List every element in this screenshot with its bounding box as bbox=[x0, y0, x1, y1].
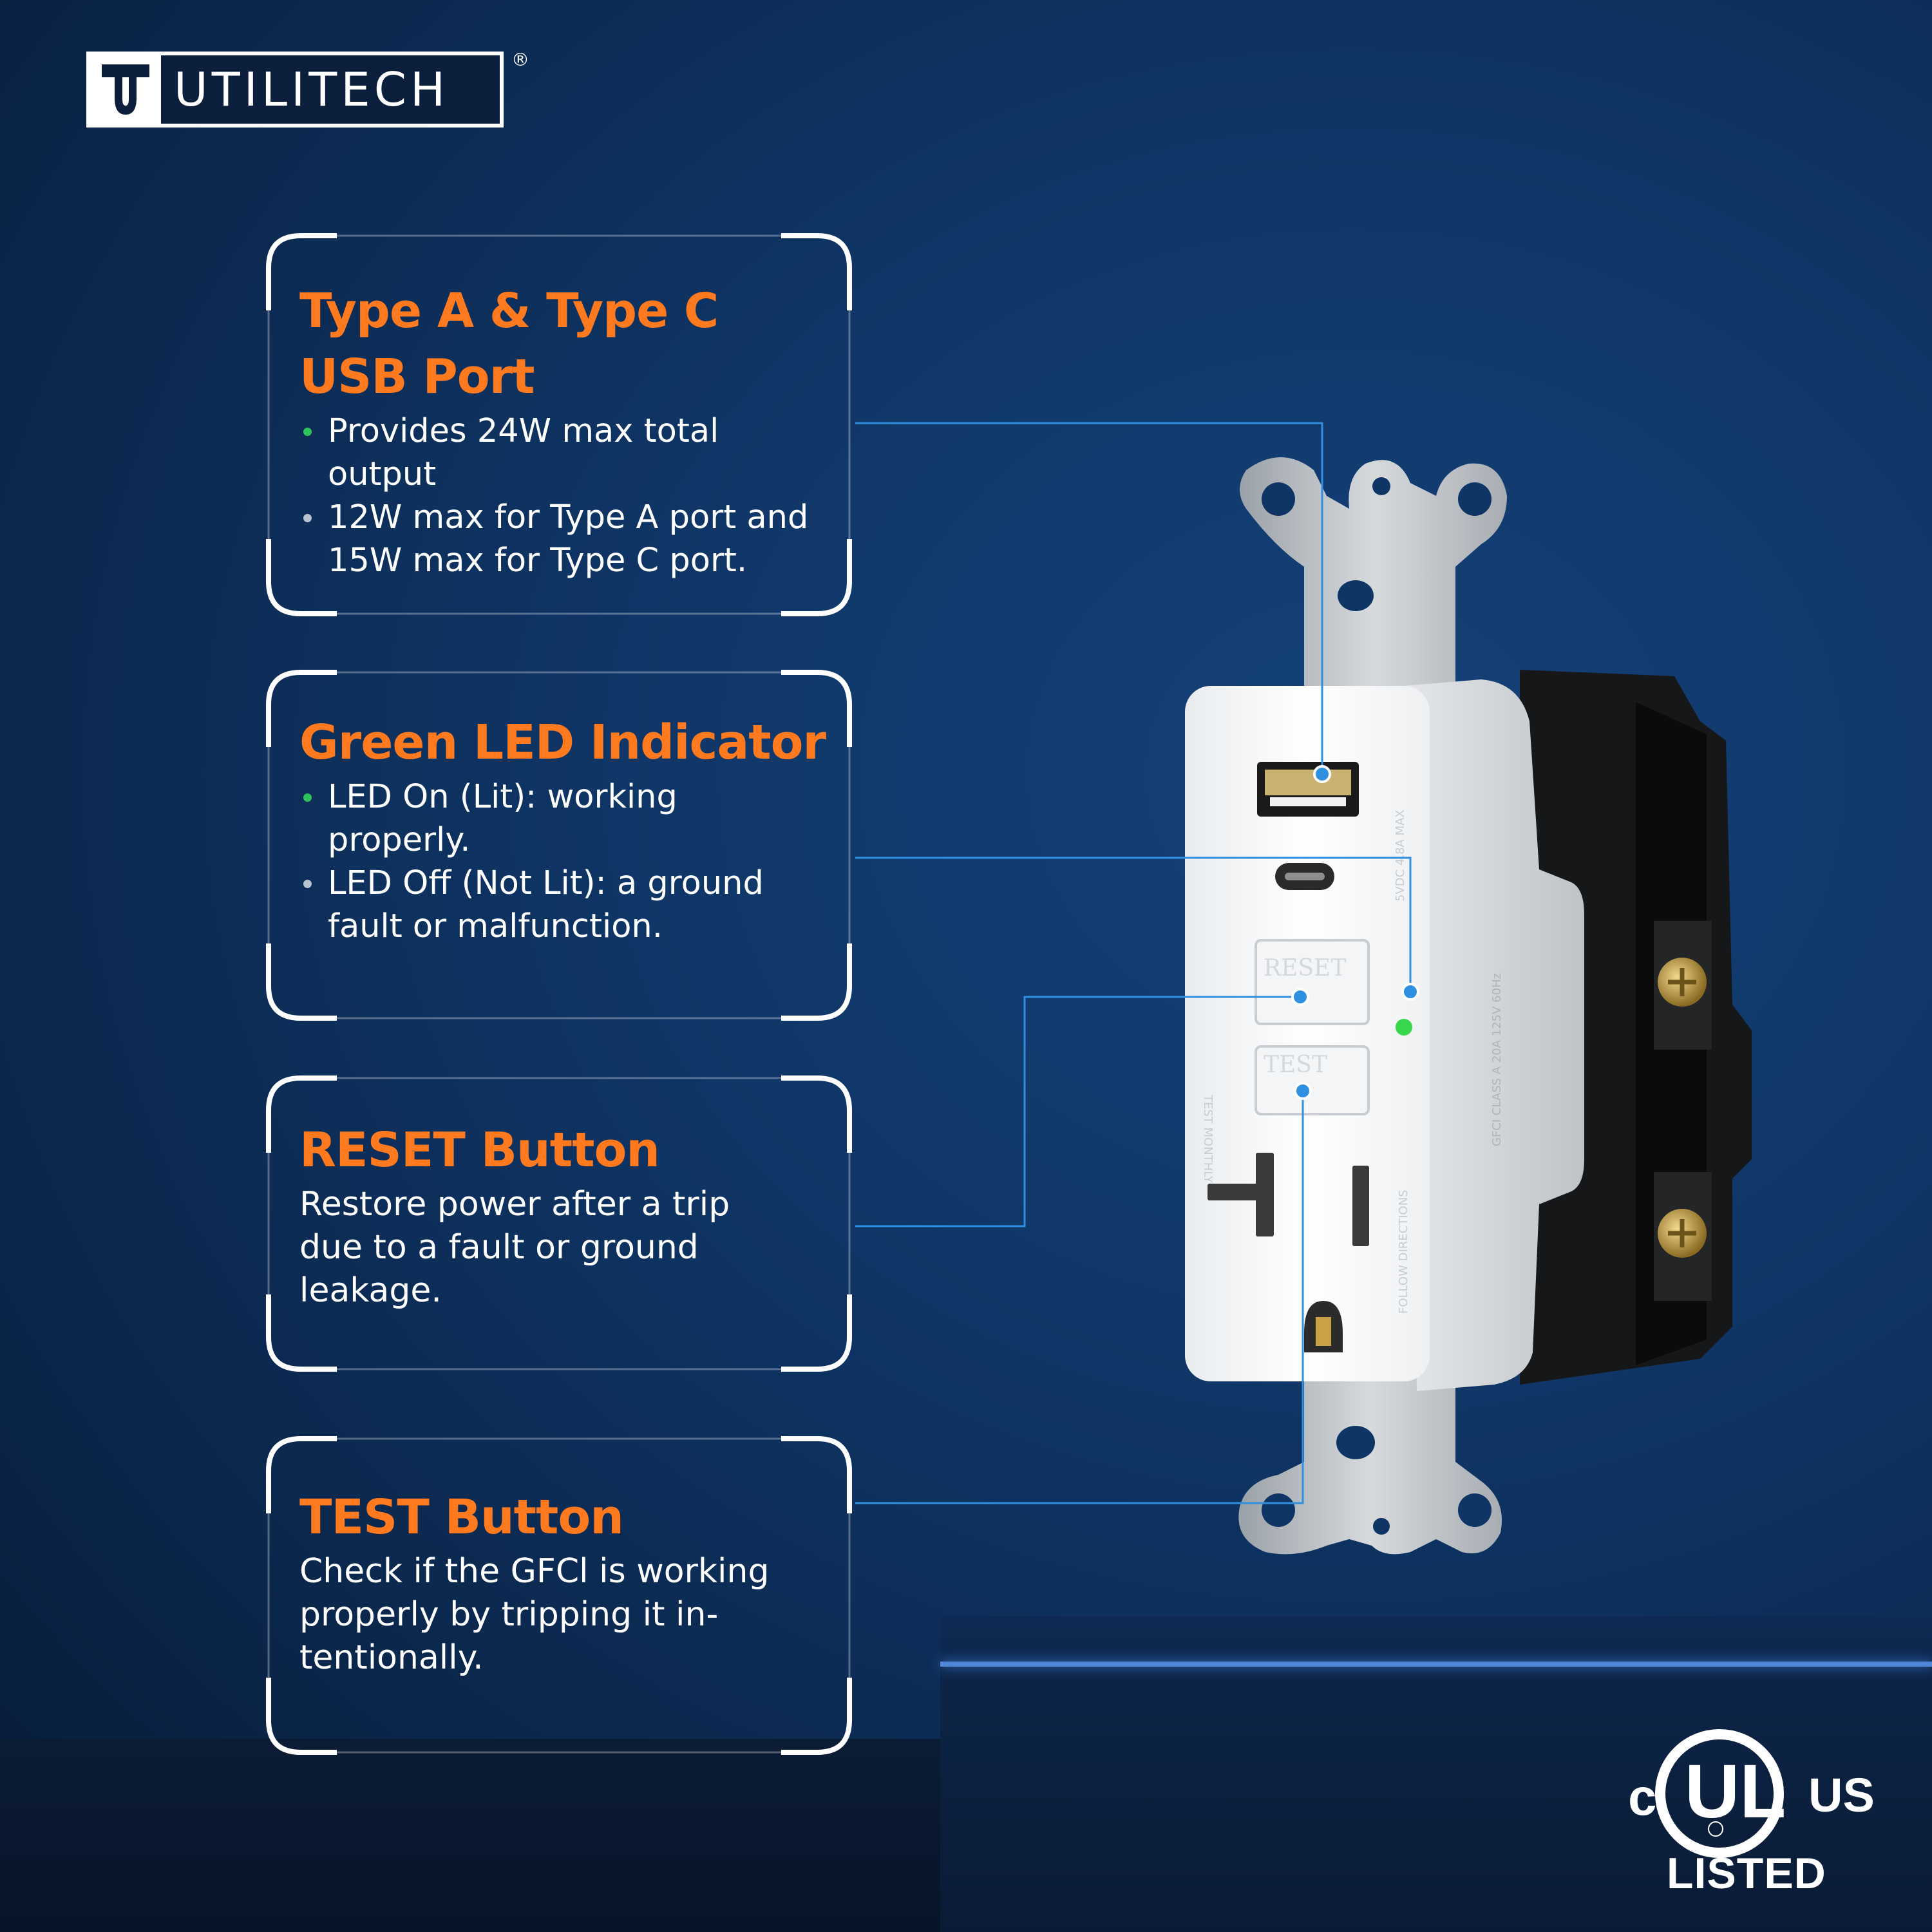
card-title: Type A & Type C bbox=[299, 283, 719, 339]
registered-mark: ® bbox=[511, 49, 529, 70]
svg-text:5VDC 4.8A MAX: 5VDC 4.8A MAX bbox=[1394, 810, 1407, 902]
svg-text:GFCI CLASS A 20A 125V 60Hz: GFCI CLASS A 20A 125V 60Hz bbox=[1490, 973, 1504, 1146]
brand-logo: UTILITECH bbox=[86, 52, 504, 128]
green-bullet-icon bbox=[303, 428, 312, 436]
card-title: USB Port bbox=[299, 349, 535, 404]
pedestal-edge-light bbox=[940, 1662, 1932, 1667]
card-frame bbox=[266, 1436, 852, 1755]
ul-us-mark: US bbox=[1808, 1768, 1875, 1822]
ul-listed-icon: UL bbox=[1655, 1729, 1786, 1858]
card-frame bbox=[266, 670, 852, 1021]
card-frame bbox=[266, 233, 852, 616]
led-indicator-card: Green LED Indicator LED On (Lit): workin… bbox=[266, 670, 852, 1021]
usb-port-card: Type A & Type C USB Port Provides 24W ma… bbox=[266, 233, 852, 616]
green-bullet-icon bbox=[303, 793, 312, 802]
ul-listed-label: LISTED bbox=[1667, 1849, 1826, 1898]
utilitech-u-icon bbox=[90, 55, 161, 124]
svg-text:TEST MONTHLY: TEST MONTHLY bbox=[1201, 1094, 1215, 1184]
card-frame bbox=[266, 1075, 852, 1372]
card-title: RESET Button bbox=[299, 1122, 660, 1178]
ul-c-mark: c bbox=[1628, 1768, 1657, 1826]
grey-bullet-icon bbox=[303, 880, 312, 888]
reset-label: RESET bbox=[1264, 955, 1346, 981]
test-label: TEST bbox=[1264, 1052, 1327, 1078]
brand-name: UTILITECH bbox=[174, 62, 450, 117]
svg-text:FOLLOW DIRECTIONS: FOLLOW DIRECTIONS bbox=[1397, 1189, 1410, 1314]
card-title: TEST Button bbox=[299, 1490, 624, 1545]
card-title: Green LED Indicator bbox=[299, 715, 826, 770]
pedestal-front bbox=[940, 1667, 1932, 1932]
ul-letters: UL bbox=[1685, 1749, 1786, 1834]
grey-bullet-icon bbox=[303, 514, 312, 522]
test-button-card: TEST Button Check if the GFCl is working… bbox=[266, 1436, 852, 1755]
